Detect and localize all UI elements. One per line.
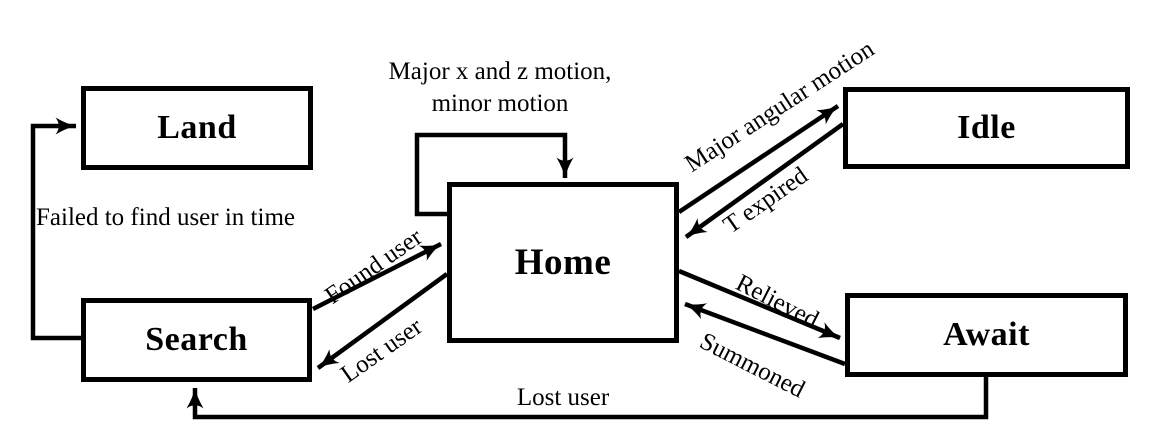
- state-land-label: Land: [157, 109, 237, 146]
- state-idle-label: Idle: [957, 109, 1016, 146]
- arrow-home-to-await: [678, 268, 841, 341]
- transition-label-await-to-search: Lost user: [516, 384, 610, 411]
- state-home: Home: [447, 182, 679, 343]
- arrow-idle-to-home: [684, 122, 845, 239]
- arrow-home-to-idle: [677, 104, 840, 214]
- arrow-search-to-land: [30, 117, 81, 341]
- state-land: Land: [81, 86, 313, 170]
- arrow-await-to-home: [684, 301, 846, 367]
- state-await-label: Await: [943, 316, 1030, 353]
- self-loop-label-line2: minor motion: [431, 90, 569, 117]
- state-home-label: Home: [514, 242, 612, 283]
- arrow-home-self-loop: [414, 132, 574, 217]
- state-search-label: Search: [145, 321, 248, 358]
- state-idle: Idle: [843, 87, 1130, 169]
- self-loop-label-line1: Major x and z motion,: [388, 58, 612, 85]
- arrow-home-to-search: [316, 272, 449, 370]
- state-await: Await: [845, 293, 1128, 377]
- transition-label-search-to-land: Failed to find user in time: [36, 204, 295, 231]
- transition-label-home-self-loop: Major x and z motion, minor motion: [389, 56, 612, 120]
- arrow-search-to-home: [311, 241, 443, 312]
- arrow-await-to-search: [186, 377, 989, 420]
- state-search: Search: [81, 298, 312, 382]
